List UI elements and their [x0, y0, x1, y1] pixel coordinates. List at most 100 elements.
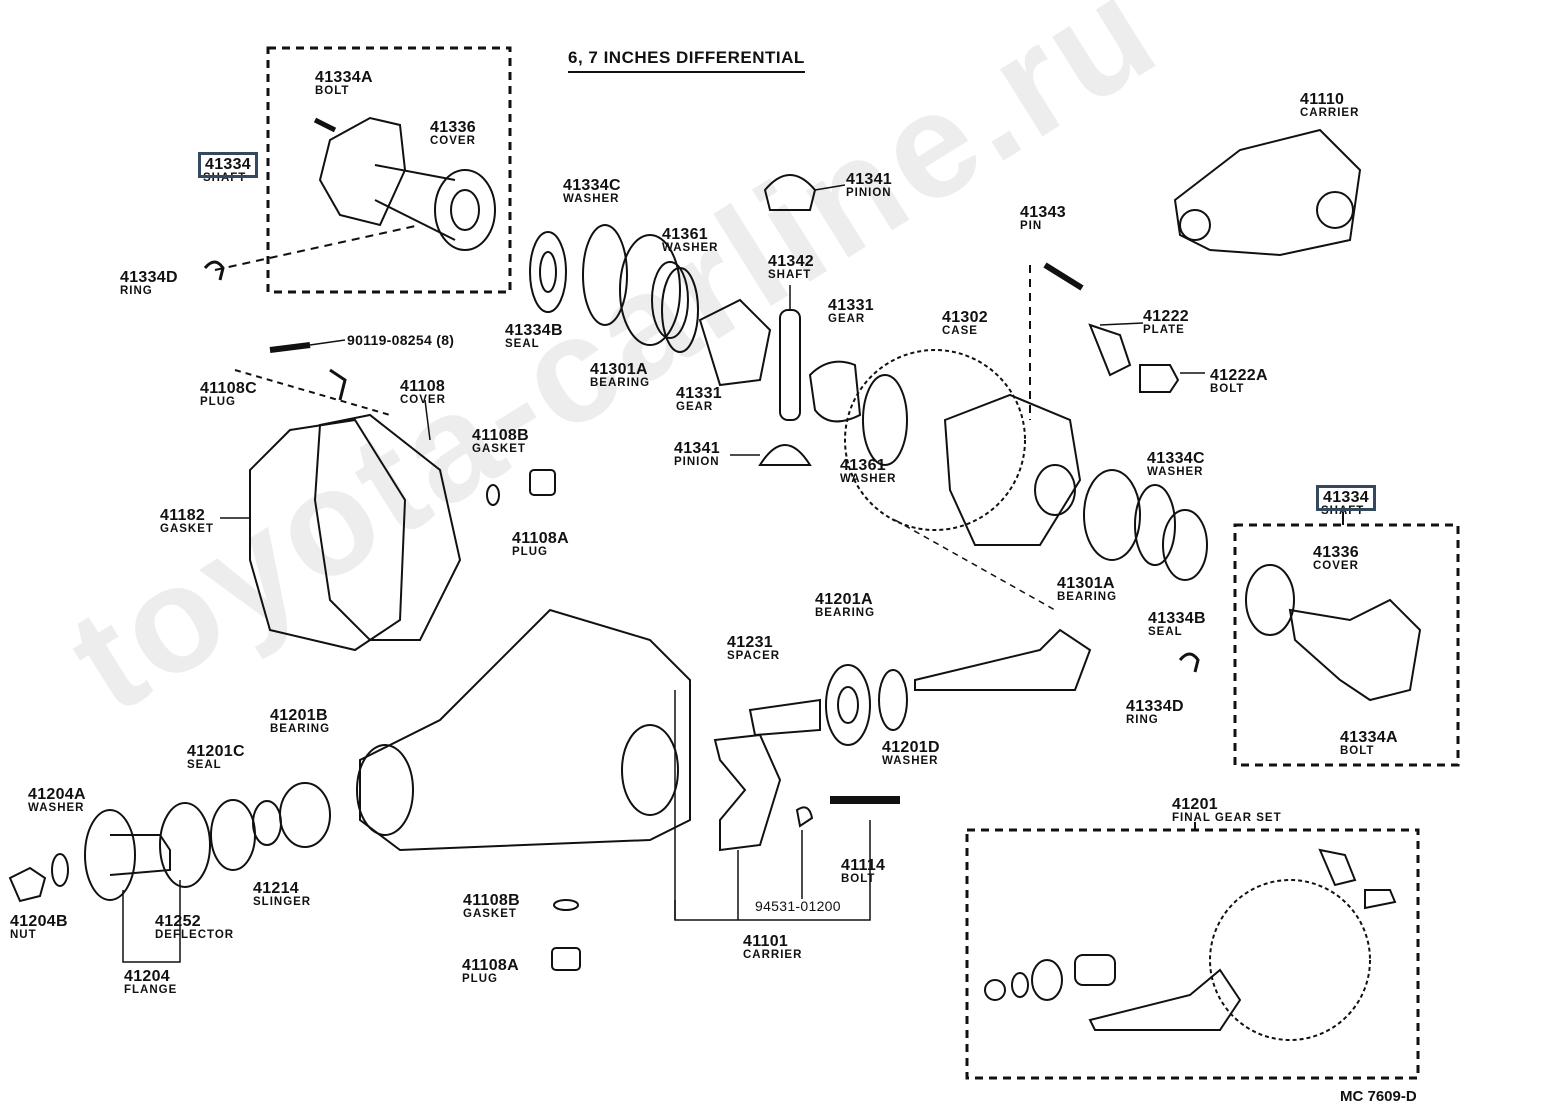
part-name: DEFLECTOR — [155, 929, 235, 941]
part-number: 41201D — [882, 739, 940, 756]
part-name: BEARING — [815, 607, 876, 619]
part-number: 41334C — [1147, 450, 1205, 467]
part-number: 41252 — [155, 913, 201, 930]
part-name: BEARING — [1057, 591, 1118, 603]
part-name: WASHER — [1147, 466, 1204, 478]
part-label[interactable]: 90119-08254 (8) — [347, 333, 454, 347]
part-number: 41108C — [200, 380, 257, 397]
part-name: PIN — [1020, 220, 1043, 232]
part-number: 41204 — [124, 968, 170, 985]
part-name: COVER — [400, 394, 446, 406]
part-name: SHAFT — [768, 269, 812, 281]
part-name: PINION — [674, 456, 720, 468]
part-name: GEAR — [676, 401, 714, 413]
part-number: 41361 — [840, 457, 886, 474]
part-name: SLINGER — [253, 896, 312, 908]
part-name: GASKET — [160, 523, 214, 535]
part-number: 41302 — [942, 309, 988, 326]
part-number: 41108A — [512, 530, 569, 547]
part-name: FLANGE — [124, 984, 178, 996]
part-name: WASHER — [28, 802, 85, 814]
part-name: SEAL — [187, 759, 222, 771]
part-name: PLATE — [1143, 324, 1185, 336]
part-name: BEARING — [590, 377, 651, 389]
part-name: FINAL GEAR SET — [1172, 812, 1282, 824]
part-number: 94531-01200 — [755, 898, 841, 914]
part-number: 41336 — [1313, 544, 1359, 561]
part-number: 41334D — [120, 269, 178, 286]
part-name: CASE — [942, 325, 978, 337]
part-name: WASHER — [662, 242, 719, 254]
part-name: SHAFT — [1321, 505, 1365, 517]
part-number: 41334B — [1148, 610, 1206, 627]
part-number: 41331 — [676, 385, 722, 402]
shaft-assembly-box-right — [1233, 523, 1460, 767]
part-number: 41341 — [674, 440, 720, 457]
part-name: PLUG — [512, 546, 548, 558]
part-name: CARRIER — [1300, 107, 1360, 119]
part-name: RING — [120, 285, 153, 297]
part-name: BOLT — [841, 873, 876, 885]
part-name: SEAL — [1148, 626, 1183, 638]
part-name: WASHER — [882, 755, 939, 767]
part-number: 41108 — [400, 378, 446, 395]
part-number: 41222 — [1143, 308, 1189, 325]
part-name: PLUG — [462, 973, 498, 985]
part-number: 41201C — [187, 743, 245, 760]
part-label[interactable]: 94531-01200 — [755, 899, 841, 913]
part-number: 41301A — [1057, 575, 1115, 592]
part-name: RING — [1126, 714, 1159, 726]
part-number: 41201 — [1172, 796, 1218, 813]
part-number: 90119-08254 (8) — [347, 332, 455, 348]
shaft-cover-left — [313, 116, 496, 251]
